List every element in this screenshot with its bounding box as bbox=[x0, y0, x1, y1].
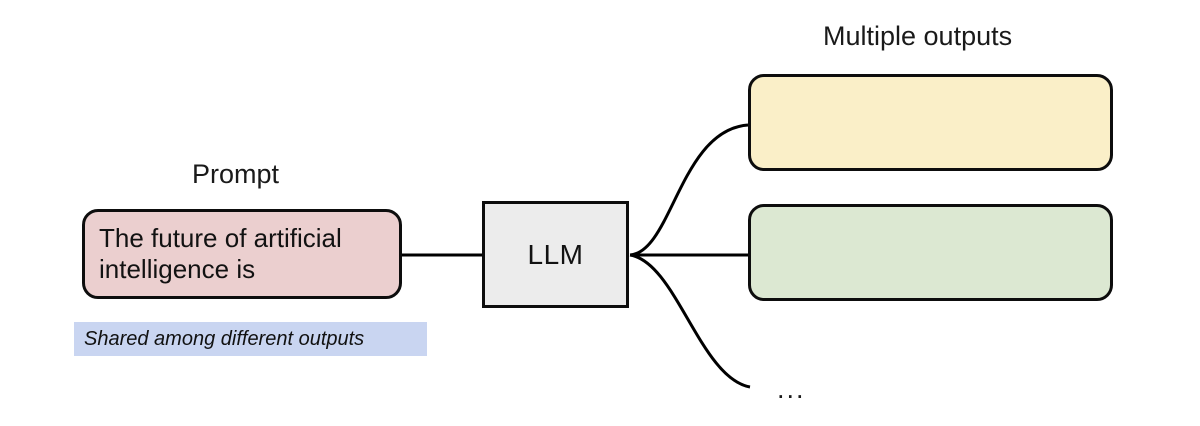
llm-box[interactable]: LLM bbox=[482, 201, 629, 308]
shared-note-highlight: Shared among different outputs bbox=[74, 322, 427, 356]
edge-llm-to-ellipsis bbox=[629, 253, 751, 389]
prompt-box[interactable]: The future of artificial intelligence is bbox=[82, 209, 402, 299]
outputs-ellipsis: ... bbox=[777, 374, 806, 404]
prompt-text: The future of artificial intelligence is bbox=[99, 223, 342, 284]
output-box-1[interactable] bbox=[748, 74, 1113, 171]
llm-label: LLM bbox=[527, 238, 584, 270]
output-box-2[interactable] bbox=[748, 204, 1113, 301]
prompt-caption: Prompt bbox=[192, 159, 280, 189]
outputs-caption: Multiple outputs bbox=[823, 21, 1013, 51]
shared-note-text: Shared among different outputs bbox=[84, 327, 365, 350]
edge-llm-to-output-1 bbox=[629, 123, 749, 257]
